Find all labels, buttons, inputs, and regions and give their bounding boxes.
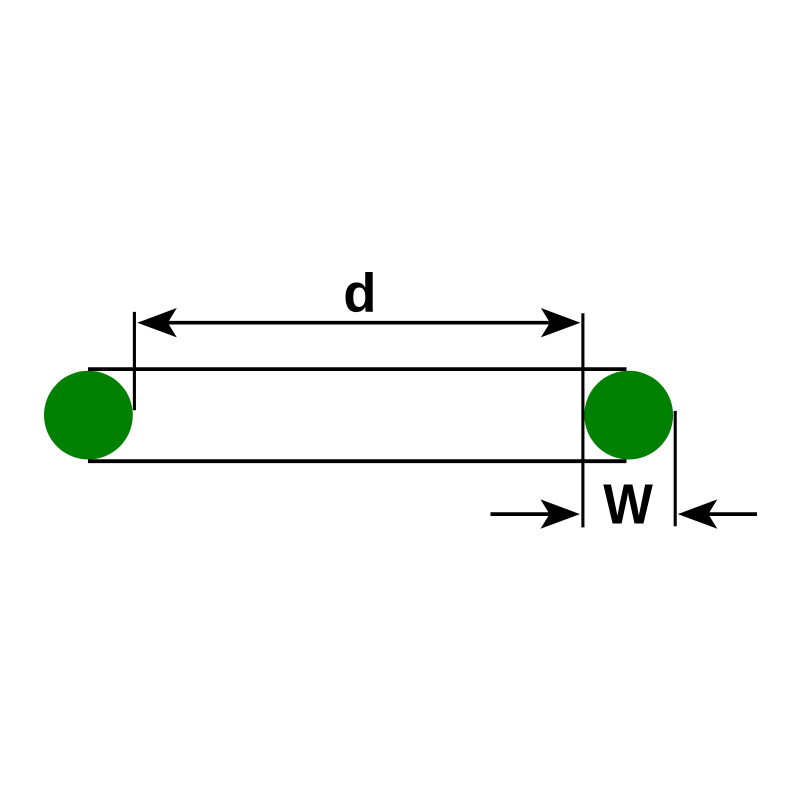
svg-text:d: d <box>343 262 376 323</box>
svg-text:W: W <box>603 473 653 536</box>
